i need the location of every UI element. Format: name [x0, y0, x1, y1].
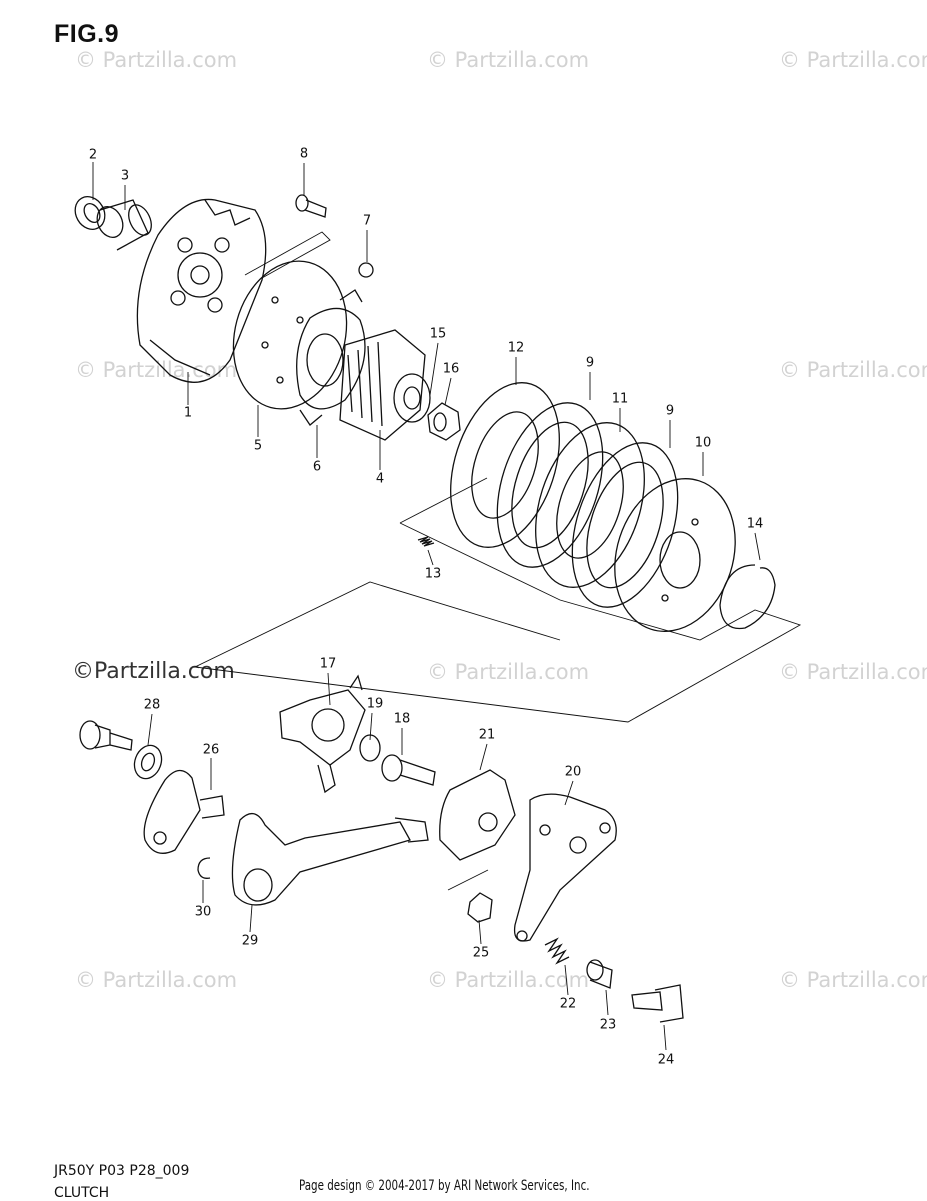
part-12-friction-plate — [431, 369, 579, 562]
watermark: © Partzilla.com — [75, 48, 238, 72]
callout-2: 2 — [88, 147, 98, 163]
part-26-lever — [144, 770, 224, 853]
part-9-plate-b — [553, 429, 697, 620]
callout-29: 29 — [241, 933, 259, 949]
footer-section-name: CLUTCH — [54, 1185, 110, 1201]
callout-12: 12 — [507, 340, 525, 356]
part-1-clutch-housing — [137, 199, 265, 382]
part-14-circlip — [720, 565, 775, 629]
callout-7: 7 — [362, 213, 372, 229]
callout-28: 28 — [143, 697, 161, 713]
callout-26: 26 — [202, 742, 220, 758]
part-13-spring — [418, 537, 434, 546]
part-7-ball — [359, 263, 373, 277]
part-17-bracket — [280, 676, 365, 792]
callout-4: 4 — [375, 471, 385, 487]
footer-model-code: JR50Y P03 P28_009 — [54, 1163, 190, 1179]
part-29-release-arm — [232, 814, 428, 905]
callout-16: 16 — [442, 361, 460, 377]
callout-1: 1 — [183, 405, 193, 421]
part-21-cam — [440, 770, 515, 860]
part-2-washer — [69, 191, 110, 234]
callout-5: 5 — [253, 438, 263, 454]
part-30-e-clip — [198, 858, 210, 878]
watermark: © Partzilla.com — [779, 48, 927, 72]
watermark: © Partzilla.com — [779, 358, 927, 382]
figure-title: FIG.9 — [54, 20, 120, 48]
leader-lines — [93, 162, 760, 1050]
callout-10: 10 — [694, 435, 712, 451]
part-11-plate — [516, 409, 664, 602]
assembly-lines — [195, 232, 800, 890]
watermark: © Partzilla.com — [75, 968, 238, 992]
watermark: © Partzilla.com — [427, 48, 590, 72]
watermark: © Partzilla.com — [779, 660, 927, 684]
callout-24: 24 — [657, 1052, 675, 1068]
part-5-drive-plate — [217, 248, 362, 421]
part-16-nut — [428, 403, 460, 440]
part-8-screw — [296, 195, 326, 217]
watermark: © Partzilla.com — [779, 968, 927, 992]
callout-21: 21 — [478, 727, 496, 743]
part-24-bolt — [632, 985, 683, 1022]
callout-25: 25 — [472, 945, 490, 961]
watermark: © Partzilla.com — [427, 660, 590, 684]
callout-6: 6 — [312, 459, 322, 475]
part-27-bolt — [80, 721, 132, 750]
callout-15: 15 — [429, 326, 447, 342]
part-25-collar — [468, 893, 492, 922]
callout-11: 11 — [611, 391, 629, 407]
part-9-plate-a — [478, 389, 622, 580]
part-20-cover-plate — [515, 794, 617, 941]
callout-8: 8 — [299, 146, 309, 162]
watermark: © Partzilla.com — [427, 968, 590, 992]
part-10-pressure-plate — [596, 463, 755, 647]
footer-copyright: Page design © 2004-2017 by ARI Network S… — [299, 1178, 590, 1194]
callout-20: 20 — [564, 764, 582, 780]
part-23-bushing — [587, 960, 612, 988]
callout-18: 18 — [393, 711, 411, 727]
callout-17: 17 — [319, 656, 337, 672]
part-28-washer — [130, 742, 166, 783]
part-4-clutch-hub — [340, 330, 430, 440]
part-3-bushing — [92, 200, 155, 250]
callout-9a: 9 — [585, 355, 595, 371]
callout-3: 3 — [120, 168, 130, 184]
callout-22: 22 — [559, 996, 577, 1012]
callout-14: 14 — [746, 516, 764, 532]
callout-13: 13 — [424, 566, 442, 582]
callout-30: 30 — [194, 904, 212, 920]
part-18-bolt — [382, 755, 435, 785]
part-19-washer — [360, 735, 380, 761]
callout-9b: 9 — [665, 403, 675, 419]
callout-23: 23 — [599, 1017, 617, 1033]
callout-19: 19 — [366, 696, 384, 712]
part-6-plate — [297, 290, 365, 425]
watermark-strong: ©Partzilla.com — [72, 659, 235, 684]
part-22-spring — [545, 939, 569, 963]
